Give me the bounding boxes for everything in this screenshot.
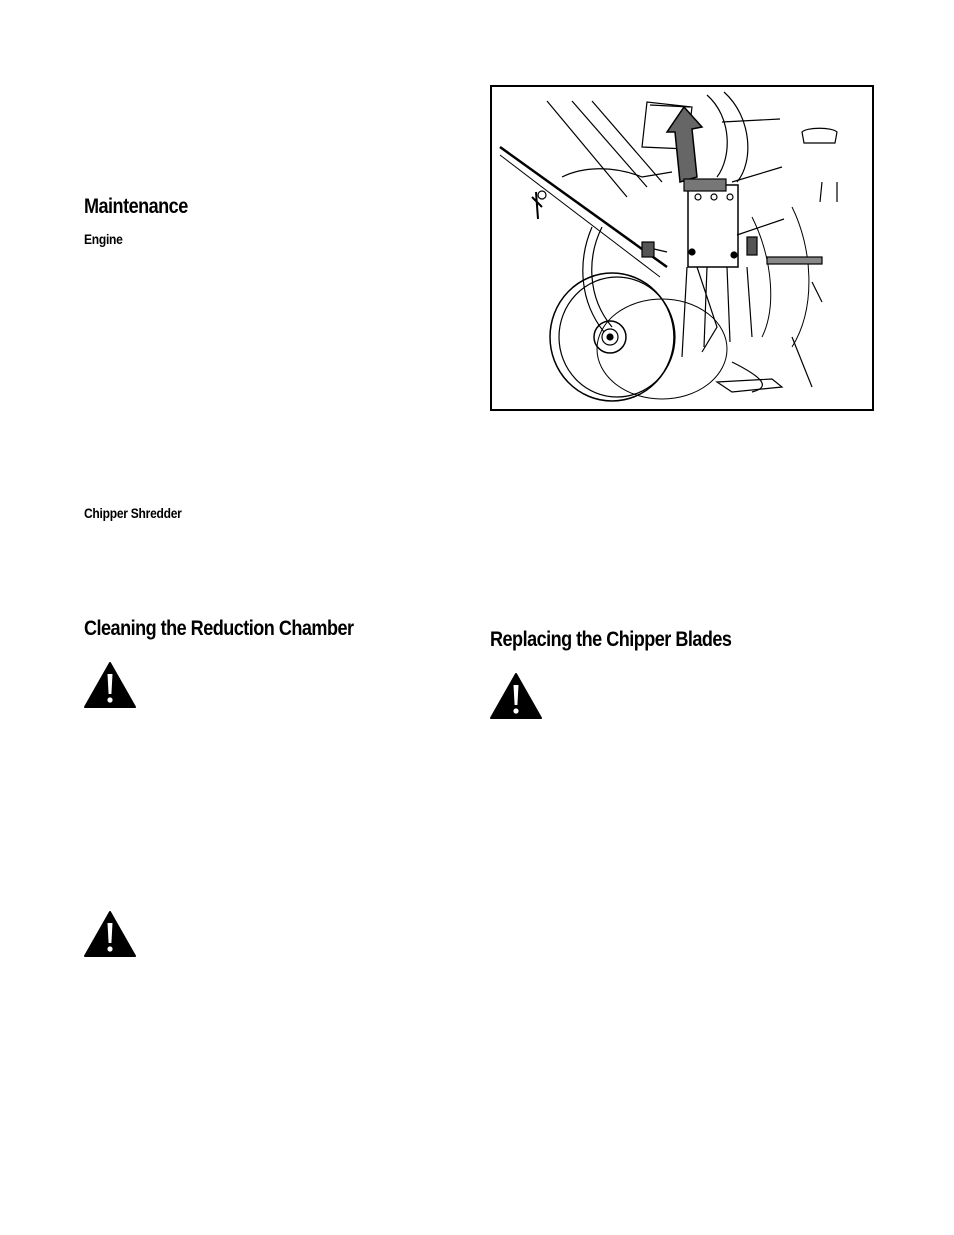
cleaning-reduction-chamber-heading: Cleaning the Reduction Chamber: [84, 617, 354, 640]
warning-triangle-icon: [84, 662, 136, 708]
warning-triangle-icon: [490, 673, 542, 719]
chipper-shredder-subheading: Chipper Shredder: [84, 505, 182, 521]
engine-subheading: Engine: [84, 231, 123, 247]
maintenance-heading: Maintenance: [84, 195, 188, 218]
chipper-shredder-illustration: [499, 91, 838, 402]
warning-triangle-icon: [84, 911, 136, 957]
chipper-shredder-figure: [490, 85, 874, 411]
replacing-chipper-blades-heading: Replacing the Chipper Blades: [490, 628, 732, 651]
